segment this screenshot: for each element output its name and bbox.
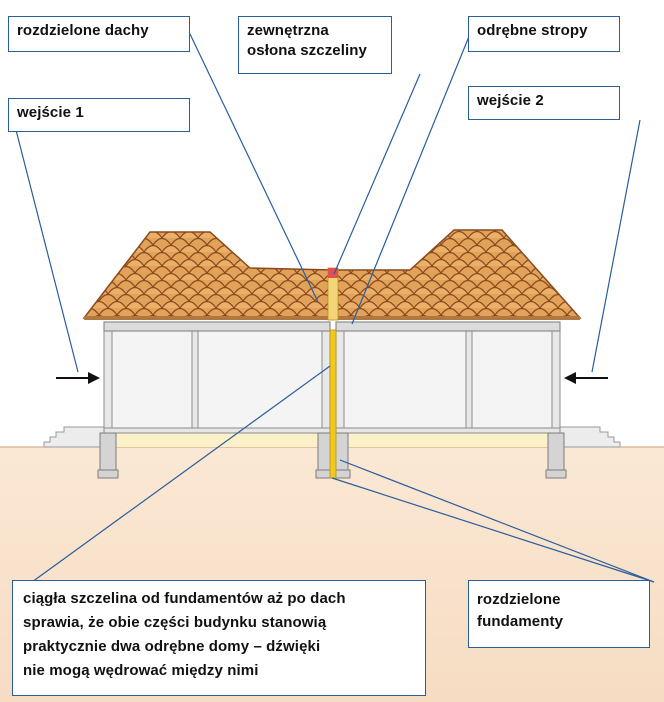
dilatation-gap [329,329,337,479]
label-separate-roofs-text: rozdzielone dachy [17,22,149,39]
label-separate-ceilings: odrębne stropy [468,16,620,52]
label-separate-foundations-line-1: rozdzielone [477,591,561,608]
label-entrance-1-text: wejście 1 [17,104,84,121]
gap-cover-cap [328,268,338,278]
label-continuous-gap-line-3: praktycznie dwa odrębne domy – dźwięki [23,638,321,655]
left-steps [43,426,105,448]
label-separate-roofs: rozdzielone dachy [8,16,190,52]
label-continuous-gap-line-1: ciągła szczelina od fundamentów aż po da… [23,590,346,607]
foundations [97,432,567,479]
label-external-gap-cover: zewnętrzna osłona szczeliny [238,16,392,74]
label-continuous-gap-line-2: sprawia, że obie części budynku stanowią [23,614,327,631]
ceiling-slabs [103,321,561,332]
label-separate-ceilings-text: odrębne stropy [477,22,588,39]
right-steps [559,426,621,448]
roof-left [82,231,334,319]
leader-lines [15,33,655,583]
label-entrance-1: wejście 1 [8,98,190,132]
label-external-gap-cover-line-1: zewnętrzna [247,22,329,39]
entrance-2-arrow [564,372,608,384]
label-continuous-gap-line-4: nie mogą wędrować między nimi [23,662,259,679]
label-entrance-2: wejście 2 [468,86,620,120]
entrance-1-arrow [56,372,100,384]
label-entrance-2-text: wejście 2 [477,92,544,109]
label-external-gap-cover-line-2: osłona szczeliny [247,42,367,59]
label-continuous-gap: ciągła szczelina od fundamentów aż po da… [12,580,426,696]
label-separate-foundations: rozdzielone fundamenty [468,580,650,648]
label-separate-foundations-line-2: fundamenty [477,613,564,630]
